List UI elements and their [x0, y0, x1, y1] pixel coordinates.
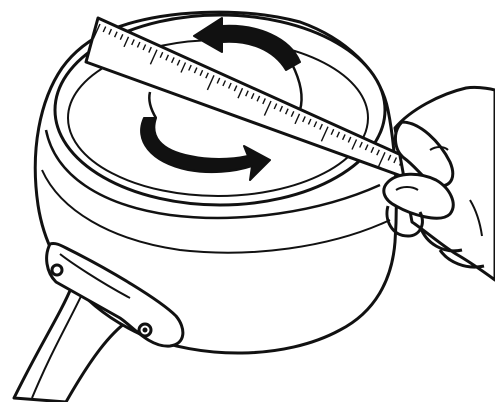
hand	[384, 87, 495, 280]
rivet-left	[52, 265, 62, 275]
